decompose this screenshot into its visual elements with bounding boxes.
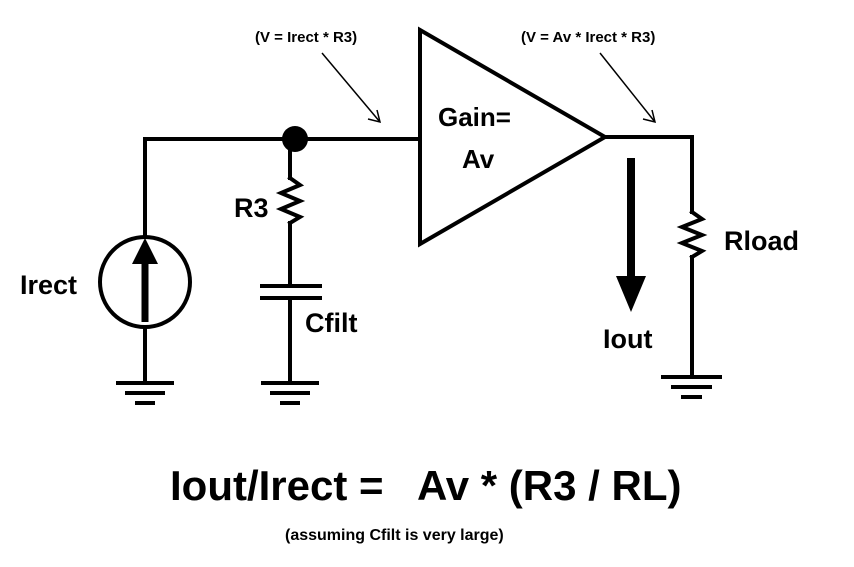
ground-symbol-source (116, 381, 174, 405)
iout-arrow (616, 158, 646, 312)
current-source-arrow-head (132, 238, 158, 264)
current-source (98, 235, 192, 329)
r3-label: R3 (234, 193, 269, 223)
input-wire (143, 137, 422, 237)
gain-label-line2: Av (462, 144, 495, 174)
cfilt-label: Cfilt (305, 308, 357, 338)
ground-symbol-rload (661, 375, 722, 399)
gain-equation: Iout/Irect = Av * (R3 / RL) (170, 462, 681, 509)
amplifier-triangle (418, 26, 609, 248)
equation-assumption: (assuming Cfilt is very large) (285, 527, 504, 544)
source-label: Irect (20, 270, 77, 300)
junction-node (282, 126, 308, 152)
input-voltage-note: (V = Irect * R3) (255, 29, 357, 46)
output-voltage-note: (V = Av * Irect * R3) (521, 29, 655, 46)
input-note-pointer (321, 52, 382, 124)
gain-label-line1: Gain= (438, 102, 511, 132)
resistor-rload (676, 209, 708, 260)
output-note-pointer (599, 52, 657, 124)
ground-symbol-cfilt (261, 381, 319, 405)
iout-label: Iout (603, 324, 652, 354)
resistor-r3 (275, 175, 306, 226)
output-wire (603, 135, 694, 214)
rload-label: Rload (724, 226, 799, 256)
